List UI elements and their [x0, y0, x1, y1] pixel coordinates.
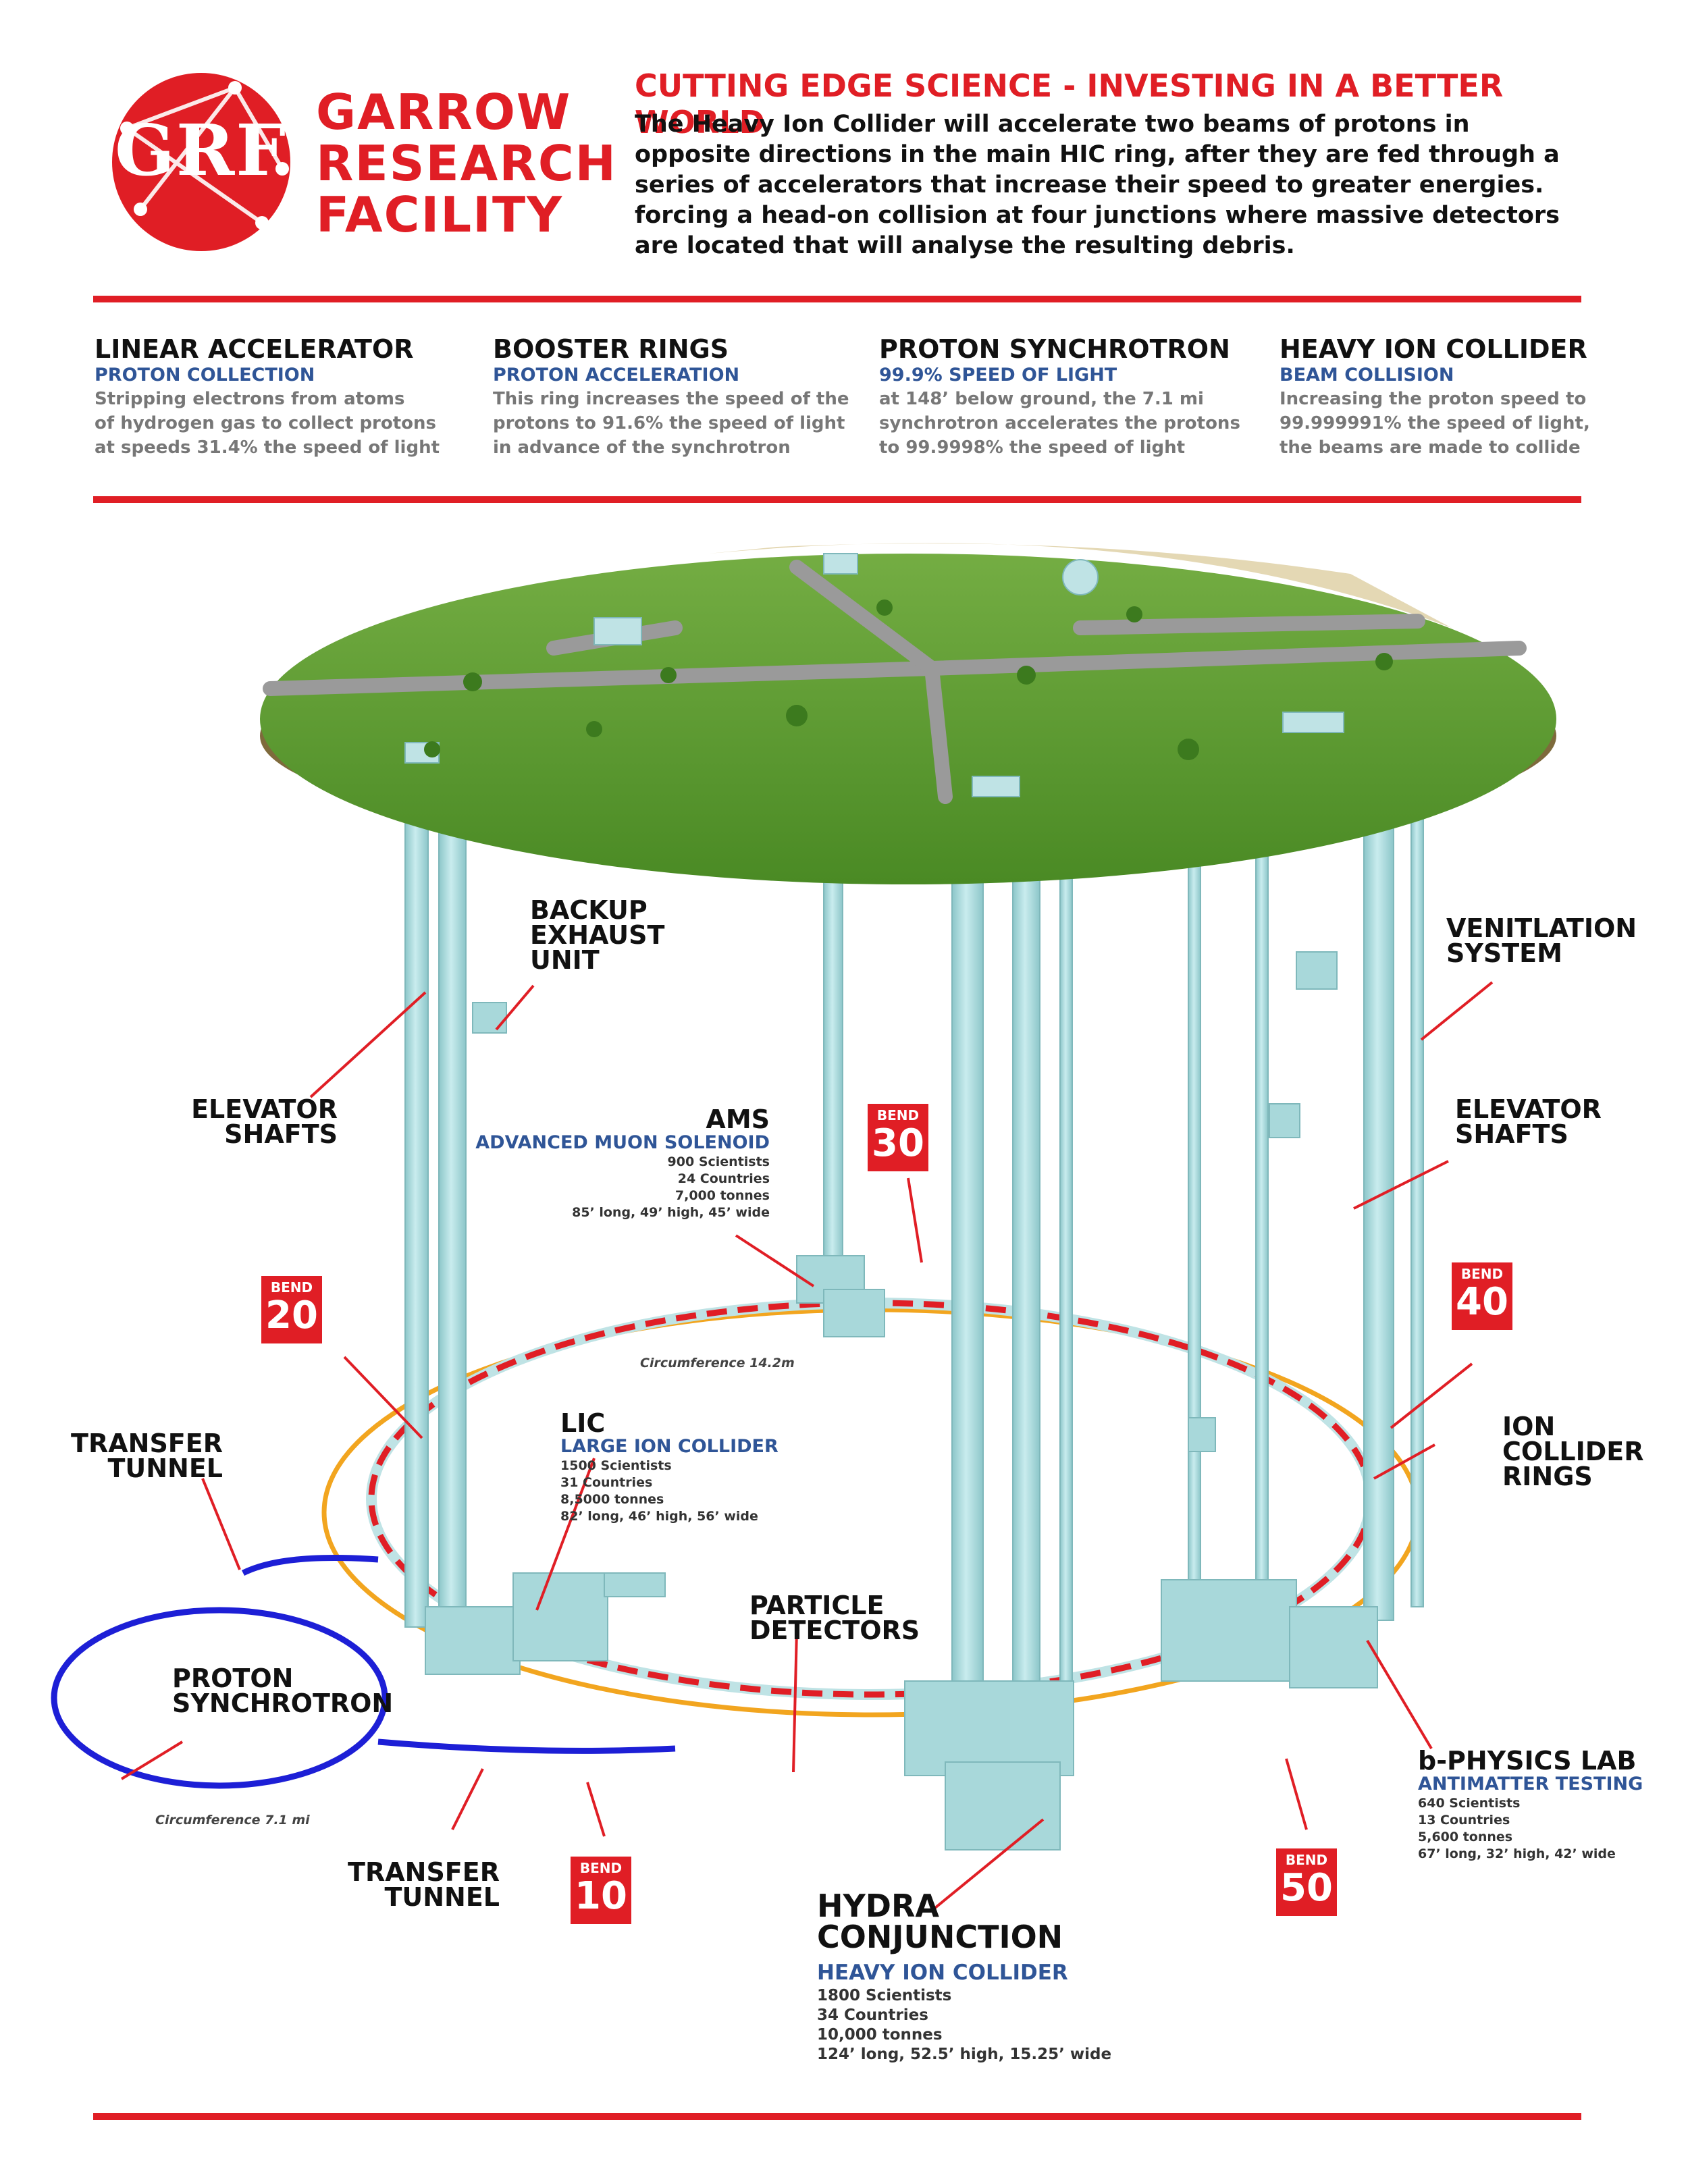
column-text: at 148’ below ground, the 7.1 mi synchro…	[879, 389, 1240, 458]
label-elevator-right: ELEVATOR SHAFTS	[1455, 1094, 1602, 1149]
bend-word: BEND	[270, 1279, 313, 1296]
label-transfer-tunnel-bottom: TRANSFER TUNNEL	[348, 1857, 500, 1912]
detector-stats: 640 Scientists 13 Countries 5,600 tonnes…	[1418, 1796, 1616, 1861]
column-subtitle: BEAM COLLISION	[1280, 365, 1454, 385]
bend-30-badge: BEND 30	[868, 1104, 928, 1171]
detector-stats: 1800 Scientists 34 Countries 10,000 tonn…	[817, 1987, 1112, 2063]
brand-name: GARROW RESEARCH FACILITY	[316, 84, 617, 243]
grf-logo-icon	[112, 73, 290, 251]
column-linear-accelerator: LINEAR ACCELERATOR PROTON COLLECTION Str…	[95, 334, 479, 460]
label-particle-detectors: PARTICLE DETECTORS	[749, 1591, 920, 1645]
bend-20-badge: BEND 20	[261, 1276, 322, 1343]
detector-subtitle: ANTIMATTER TESTING	[1418, 1774, 1643, 1794]
detector-title: LIC	[560, 1408, 606, 1438]
logo-letters: GRF	[115, 109, 288, 192]
page-title: CUTTING EDGE SCIENCE - INVESTING IN A BE…	[635, 68, 1504, 140]
bend-word: BEND	[579, 1860, 623, 1876]
label-proton-synchrotron: PROTON SYNCHROTRON	[172, 1663, 394, 1718]
detector-stats: 1500 Scientists 31 Countries 8,5000 tonn…	[560, 1458, 758, 1524]
column-text: Stripping electrons from atoms of hydrog…	[95, 389, 440, 458]
bottom-divider	[93, 2113, 1581, 2120]
detector-subtitle: HEAVY ION COLLIDER	[817, 1961, 1068, 1985]
detector-hydra: HYDRA CONJUNCTION HEAVY ION COLLIDER 180…	[817, 1890, 1236, 2065]
column-title: LINEAR ACCELERATOR	[95, 334, 414, 364]
bend-number: 50	[1280, 1866, 1333, 1910]
bend-word: BEND	[1460, 1266, 1504, 1282]
column-proton-synchrotron: PROTON SYNCHROTRON 99.9% SPEED OF LIGHT …	[879, 334, 1284, 460]
detector-title: HYDRA CONJUNCTION	[817, 1888, 1063, 1955]
bend-number: 20	[265, 1294, 318, 1337]
detector-bphysics: b-PHYSICS LAB ANTIMATTER TESTING 640 Sci…	[1418, 1746, 1674, 1863]
middle-divider	[93, 496, 1581, 503]
column-subtitle: PROTON COLLECTION	[95, 365, 315, 385]
bend-number: 10	[575, 1874, 627, 1918]
intro-paragraph: The Heavy Ion Collider will accelerate t…	[635, 111, 1560, 259]
transfer-tunnel-upper	[241, 1555, 379, 1576]
column-text: This ring increases the speed of the pro…	[493, 389, 849, 458]
detector-stats: 900 Scientists 24 Countries 7,000 tonnes…	[572, 1154, 770, 1220]
bend-word: BEND	[876, 1107, 920, 1123]
bend-10-badge: BEND 10	[571, 1857, 631, 1924]
column-subtitle: 99.9% SPEED OF LIGHT	[879, 365, 1117, 385]
sand-patch	[709, 543, 1452, 628]
column-subtitle: PROTON ACCELERATION	[493, 365, 740, 385]
detector-title: AMS	[706, 1104, 770, 1134]
column-title: BOOSTER RINGS	[493, 334, 729, 364]
bend-number: 30	[872, 1121, 924, 1165]
column-title: PROTON SYNCHROTRON	[879, 334, 1230, 364]
detector-title: b-PHYSICS LAB	[1418, 1746, 1637, 1776]
detector-ams: AMS ADVANCED MUON SOLENOID 900 Scientist…	[473, 1107, 770, 1221]
bend-word: BEND	[1285, 1852, 1328, 1868]
column-title: HEAVY ION COLLIDER	[1280, 334, 1587, 364]
detector-lic: LIC LARGE ION COLLIDER 1500 Scientists 3…	[560, 1408, 844, 1525]
bend-number: 40	[1456, 1280, 1508, 1324]
label-ion-collider-rings: ION COLLIDER RINGS	[1502, 1412, 1644, 1491]
label-circumference-sync: Circumference 7.1 mi	[155, 1813, 310, 1828]
label-transfer-tunnel-top: TRANSFER TUNNEL	[71, 1429, 223, 1483]
transfer-tunnel-lower	[377, 1738, 676, 1754]
label-circumference-main: Circumference 14.2m	[640, 1356, 795, 1370]
column-booster-rings: BOOSTER RINGS PROTON ACCELERATION This r…	[493, 334, 871, 460]
column-text: Increasing the proton speed to 99.999991…	[1280, 389, 1590, 458]
ground-surface	[260, 554, 1556, 884]
label-backup-exhaust: BACKUP EXHAUST UNIT	[530, 895, 665, 975]
bend-50-badge: BEND 50	[1276, 1848, 1337, 1916]
column-heavy-ion-collider: HEAVY ION COLLIDER BEAM COLLISION Increa…	[1280, 334, 1597, 460]
detector-subtitle: ADVANCED MUON SOLENOID	[475, 1132, 770, 1153]
label-ventilation: VENITLATION SYSTEM	[1446, 913, 1637, 968]
label-elevator-left: ELEVATOR SHAFTS	[191, 1094, 338, 1149]
bend-40-badge: BEND 40	[1452, 1262, 1512, 1330]
top-divider	[93, 296, 1581, 302]
synchrotron-ring	[51, 1607, 388, 1789]
detector-subtitle: LARGE ION COLLIDER	[560, 1436, 779, 1457]
